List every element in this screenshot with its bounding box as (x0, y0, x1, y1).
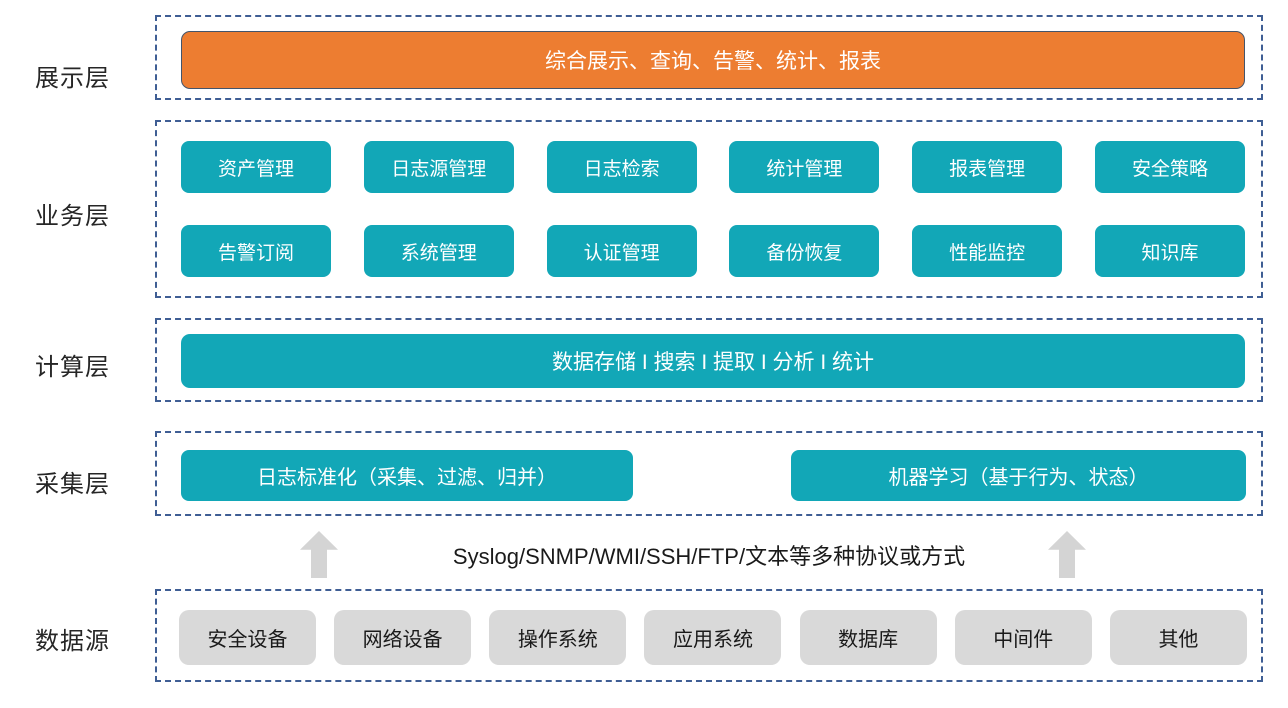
transport-protocol-text: Syslog/SNMP/WMI/SSH/FTP/文本等多种协议或方式 (452, 544, 966, 569)
business-layer-group: 资产管理 日志源管理 日志检索 统计管理 报表管理 安全策略 告警订阅 系统管理… (155, 120, 1263, 298)
collection-box-machine-learning: 机器学习（基于行为、状态） (791, 450, 1246, 501)
collection-box-log-normalization: 日志标准化（采集、过滤、归并） (181, 450, 633, 501)
business-box-alert-subscribe: 告警订阅 (181, 225, 331, 277)
presentation-layer-label: 展示层 (35, 65, 110, 92)
business-row-2: 告警订阅 系统管理 认证管理 备份恢复 性能监控 知识库 (181, 225, 1245, 277)
collection-layer-label: 采集层 (35, 471, 110, 498)
datasource-box-os: 操作系统 (489, 610, 627, 665)
business-box-log-search: 日志检索 (546, 141, 697, 193)
datasource-layer-label: 数据源 (35, 628, 110, 655)
datasource-layer-group: 安全设备 网络设备 操作系统 应用系统 数据库 中间件 其他 (155, 589, 1263, 682)
datasource-box-app-system: 应用系统 (644, 610, 782, 665)
business-box-stats-mgmt: 统计管理 (729, 141, 880, 193)
presentation-layer-group: 综合展示、查询、告警、统计、报表 (155, 15, 1263, 100)
datasource-box-database: 数据库 (799, 610, 937, 665)
business-box-logsource-mgmt: 日志源管理 (363, 141, 514, 193)
business-row-1: 资产管理 日志源管理 日志检索 统计管理 报表管理 安全策略 (181, 141, 1245, 193)
business-layer-label: 业务层 (35, 203, 110, 230)
presentation-box: 综合展示、查询、告警、统计、报表 (181, 31, 1245, 89)
business-box-knowledge-base: 知识库 (1094, 225, 1245, 277)
datasource-box-security-device: 安全设备 (179, 610, 316, 665)
business-box-security-policy: 安全策略 (1094, 141, 1245, 193)
datasource-box-middleware: 中间件 (954, 610, 1092, 665)
business-box-perf-monitor: 性能监控 (912, 225, 1063, 277)
business-box-backup-restore: 备份恢复 (729, 225, 880, 277)
collection-layer-group: 日志标准化（采集、过滤、归并） 机器学习（基于行为、状态） (155, 431, 1263, 516)
business-box-auth-mgmt: 认证管理 (546, 225, 697, 277)
datasource-box-other: 其他 (1109, 610, 1247, 665)
business-box-report-mgmt: 报表管理 (912, 141, 1063, 193)
compute-layer-label: 计算层 (35, 354, 110, 381)
compute-layer-group: 数据存储 I 搜索 I 提取 I 分析 I 统计 (155, 318, 1263, 402)
datasource-box-network-device: 网络设备 (334, 610, 472, 665)
datasource-row: 安全设备 网络设备 操作系统 应用系统 数据库 中间件 其他 (179, 610, 1247, 665)
compute-box: 数据存储 I 搜索 I 提取 I 分析 I 统计 (181, 334, 1245, 388)
business-box-system-mgmt: 系统管理 (363, 225, 514, 277)
business-box-asset-mgmt: 资产管理 (181, 141, 331, 193)
